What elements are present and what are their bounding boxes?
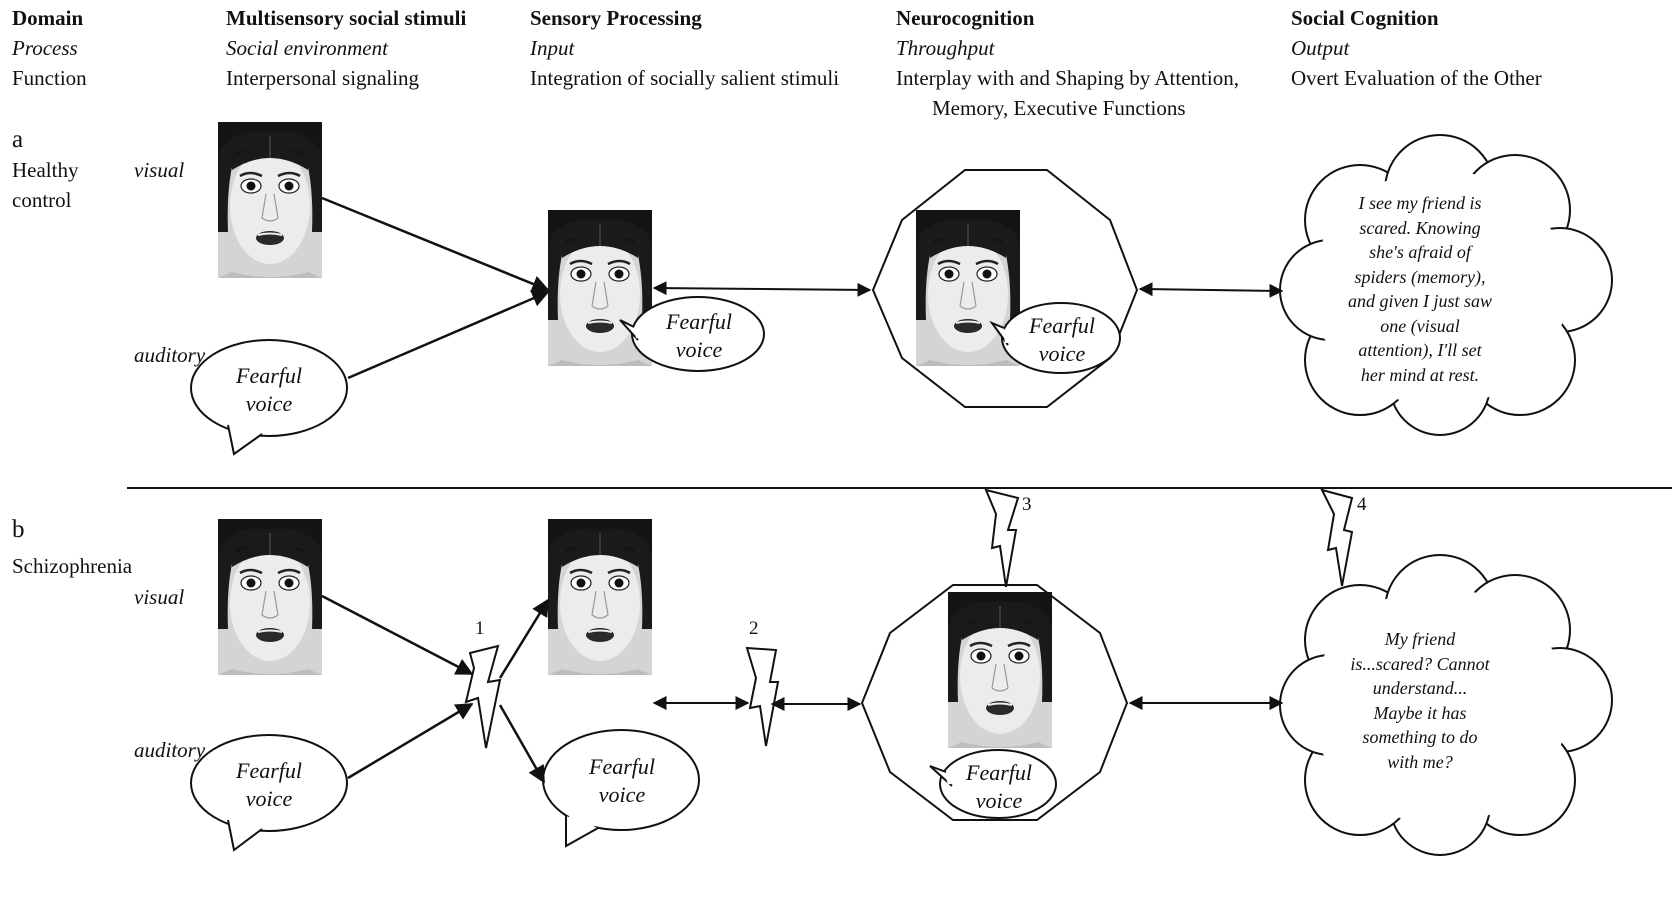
header-domain-label: Domain	[12, 6, 84, 30]
b-auditory-label: auditory	[134, 738, 206, 762]
b-to-auditory-sensory-arrow	[498, 704, 546, 784]
col3-function-line2: Memory, Executive Functions	[932, 96, 1186, 120]
b-visual-arrow	[321, 594, 474, 676]
col4-process: Output	[1291, 36, 1350, 60]
b-auditory-arrow	[347, 702, 474, 780]
col1-process: Social environment	[226, 36, 388, 60]
a-visual-arrow	[321, 196, 550, 293]
a-group-label-line1: Healthy	[12, 158, 79, 182]
header-function-label: Function	[12, 66, 87, 90]
b-to-visual-sensory-arrow	[498, 598, 550, 679]
a-neuro-social-double-arrow	[1138, 282, 1284, 298]
a-thought-cloud	[1279, 134, 1613, 436]
a-sensory-neuro-double-arrow	[652, 281, 872, 297]
col1-function: Interpersonal signaling	[226, 66, 420, 90]
col3-domain: Neurocognition	[896, 6, 1035, 30]
a-neurocognition-decagon	[871, 169, 1139, 408]
b-disruption-1-lightning-icon	[464, 644, 502, 749]
b-neuro-voice-bubble	[929, 749, 1057, 819]
col2-function: Integration of socially salient stimuli	[530, 66, 840, 90]
b-disruption-number-2: 2	[749, 618, 759, 639]
b-sensory-face-photo	[546, 517, 654, 677]
a-auditory-arrow	[347, 290, 550, 380]
a-panel-letter: a	[12, 126, 24, 153]
a-auditory-label: auditory	[134, 343, 206, 367]
b-neurocognition-decagon	[860, 584, 1129, 821]
b-visual-label: visual	[134, 585, 185, 609]
col2-domain: Sensory Processing	[530, 6, 702, 30]
col2-process: Input	[530, 36, 575, 60]
b-disruption-4-lightning-icon	[1320, 488, 1354, 587]
col1-domain: Multisensory social stimuli	[226, 6, 467, 30]
b-auditory-speech-bubble	[190, 734, 348, 852]
b-disruption-number-4: 4	[1357, 494, 1367, 515]
b-disruption-number-3: 3	[1022, 494, 1032, 515]
b-disruption-3-lightning-icon	[984, 488, 1020, 588]
b-visual-face-photo	[216, 517, 324, 677]
b-group-label: Schizophrenia	[12, 554, 133, 578]
b-disruption-number-1: 1	[475, 618, 485, 639]
col3-process: Throughput	[896, 36, 995, 60]
a-visual-face-photo	[216, 120, 324, 280]
b-panel-letter: b	[12, 516, 25, 543]
b-sensory-voice-bubble	[542, 729, 700, 848]
a-sensory-voice-bubble	[619, 296, 765, 372]
a-group-label-line2: control	[12, 188, 72, 212]
header-process-label: Process	[12, 36, 78, 60]
a-visual-label: visual	[134, 158, 185, 182]
a-cloud-text: I see my friend is scared. Knowing she's…	[1348, 193, 1492, 385]
col4-domain: Social Cognition	[1291, 6, 1439, 30]
a-neuro-voice-bubble	[989, 302, 1121, 374]
a-auditory-speech-bubble	[190, 339, 348, 456]
b-disruption-2-lightning-icon	[745, 646, 780, 747]
b-neuro-face-photo	[946, 590, 1054, 750]
b-cloud-text: My friend is...scared? Cannot understand…	[1350, 629, 1490, 772]
col3-function-line1: Interplay with and Shaping by Attention,	[896, 66, 1239, 90]
col4-function: Overt Evaluation of the Other	[1291, 66, 1542, 90]
